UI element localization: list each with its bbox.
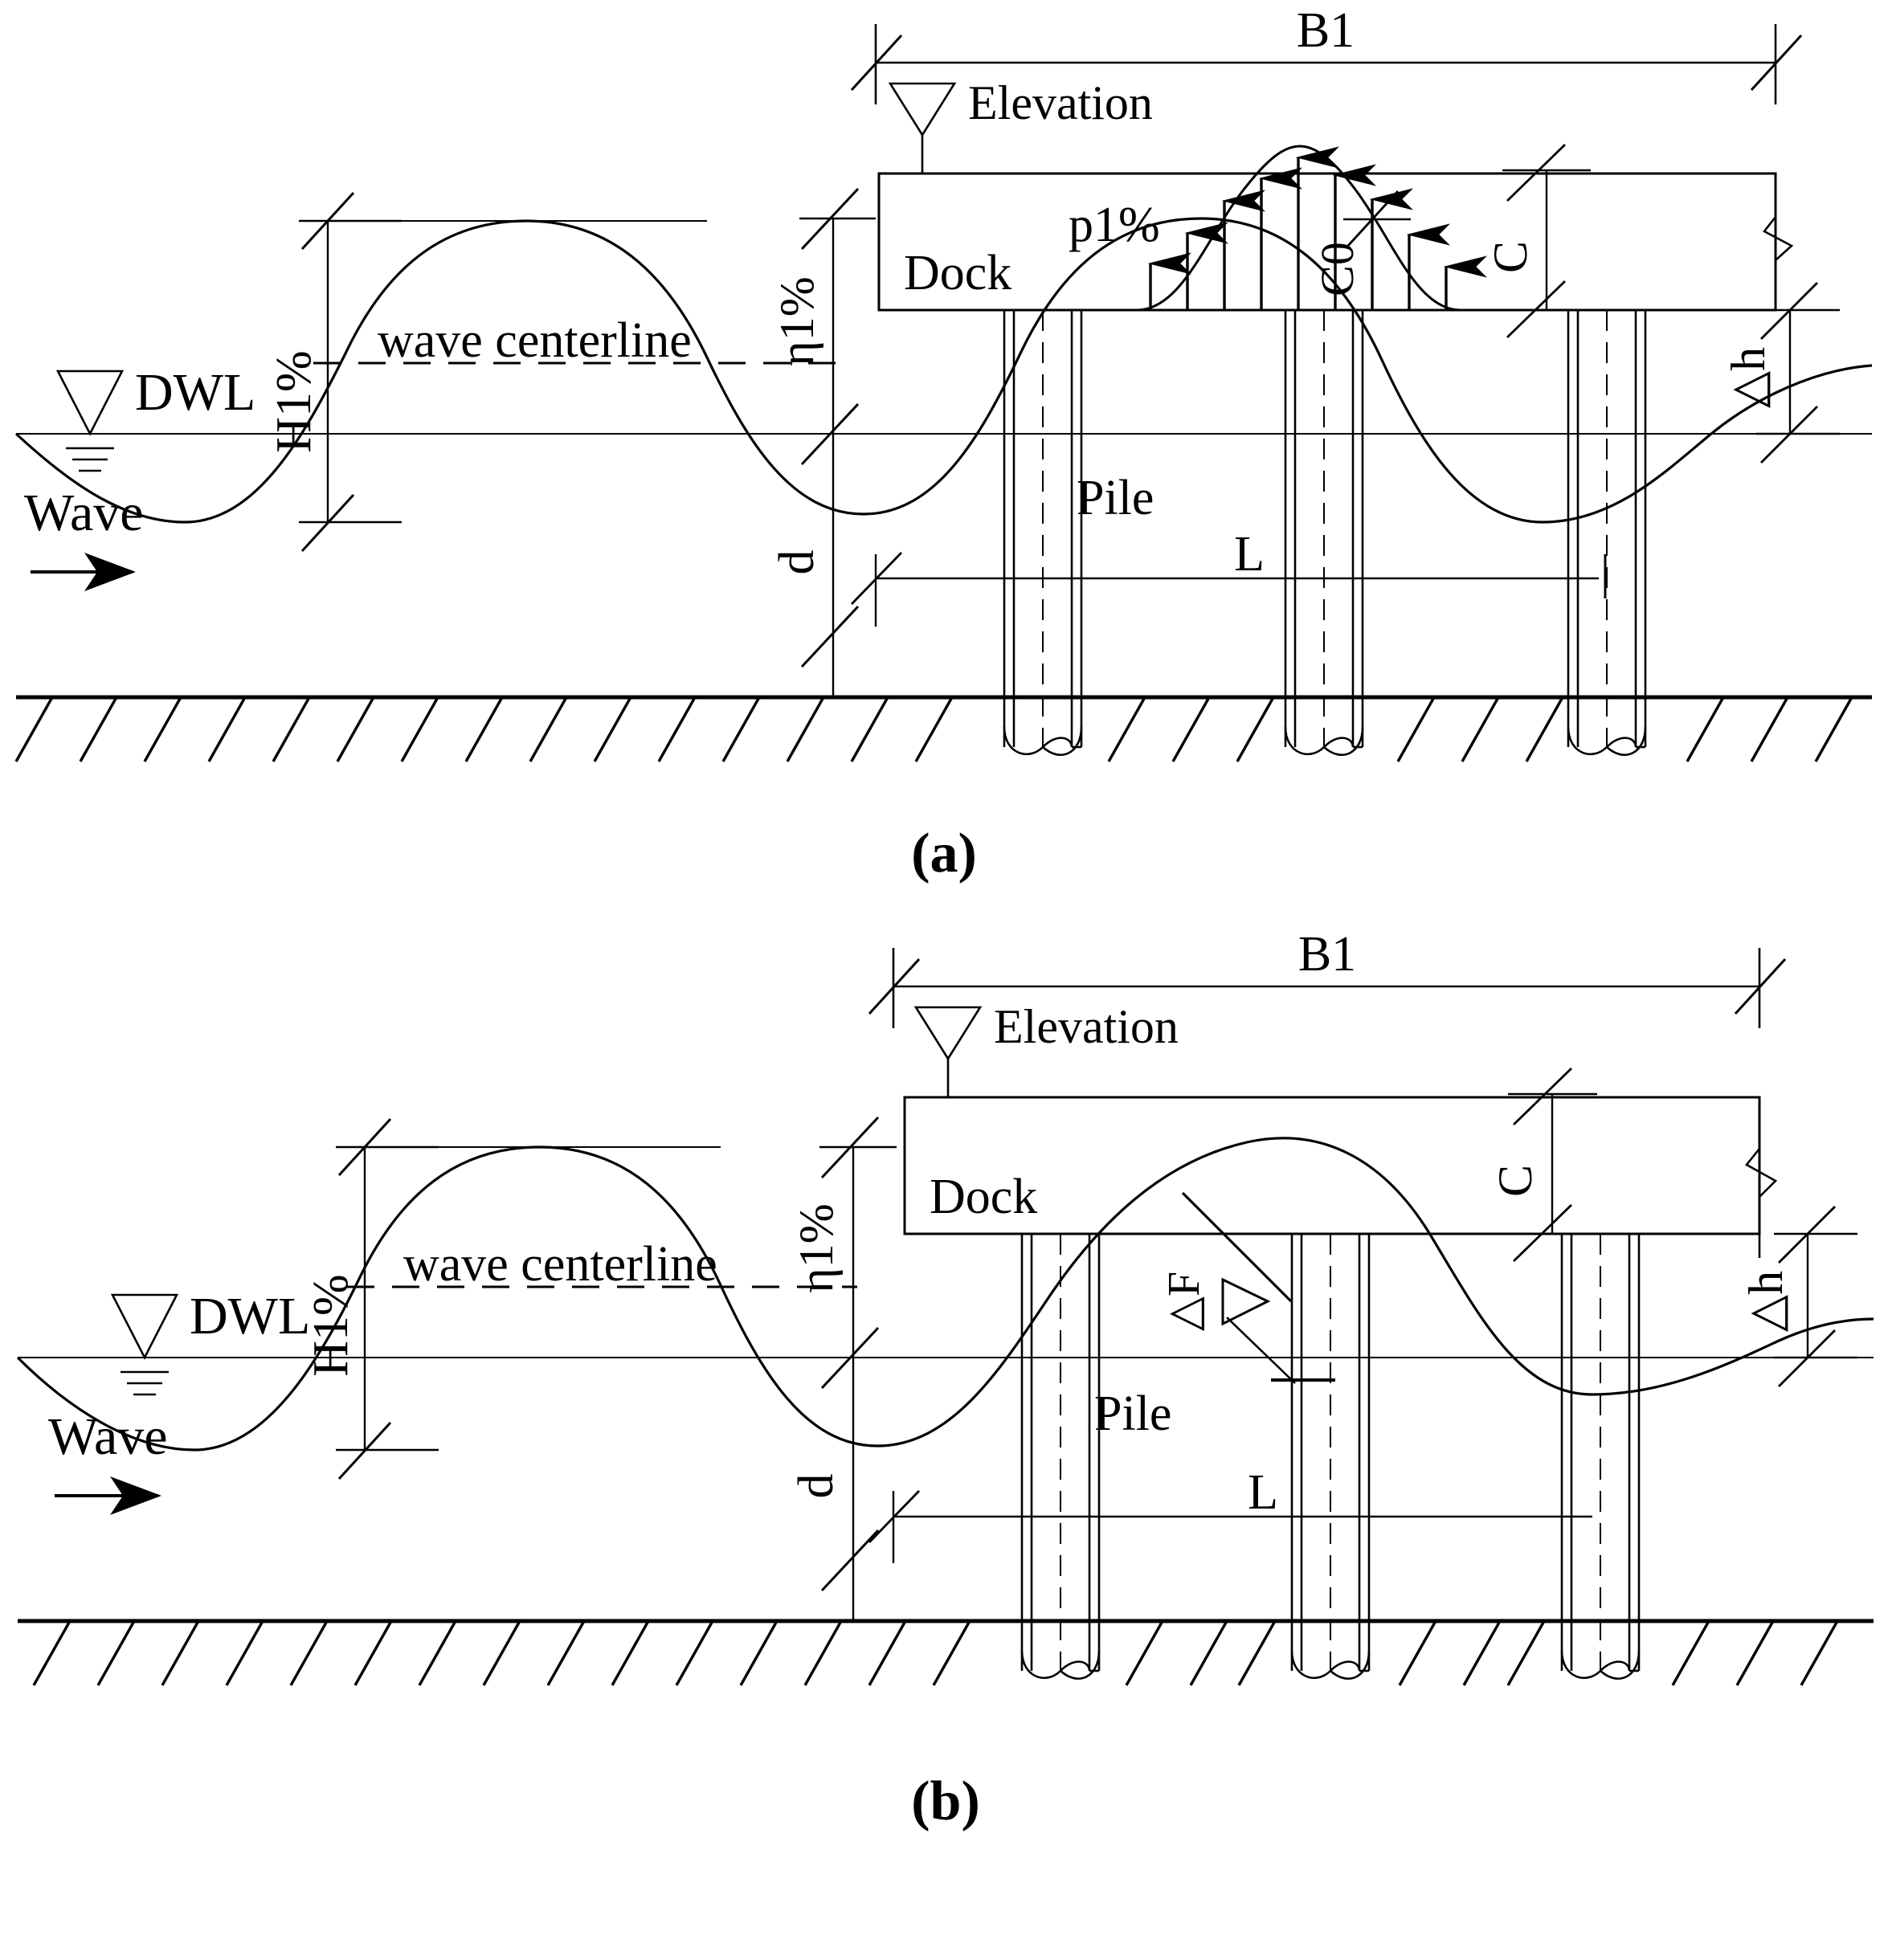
label-wave-b: Wave [48, 1407, 168, 1466]
label-delta-h-b: △h [1739, 1271, 1792, 1332]
pile-group-b [1020, 1232, 1641, 1680]
dim-c0-a [1343, 190, 1411, 310]
label-dwl-b: DWL [190, 1287, 310, 1345]
pile-b-3 [1560, 1232, 1641, 1680]
wave-profile-curve-a [14, 217, 1873, 524]
dim-d-a [800, 434, 860, 697]
label-dock-b: Dock [930, 1170, 1037, 1224]
ground-hatch-icon-a [14, 696, 1853, 762]
dim-delta-h-b [1745, 1148, 1857, 1387]
dim-b1-b [868, 948, 1787, 1028]
water-level-triangle-icon-a [55, 370, 125, 472]
label-elevation-b: Elevation [994, 1000, 1179, 1053]
dim-delta-h-a [1756, 216, 1840, 463]
label-d-b: d [789, 1474, 844, 1499]
label-eta1pct-b: η1% [790, 1203, 843, 1292]
pile-a-1 [1003, 308, 1083, 756]
label-b1-a: B1 [1297, 3, 1355, 58]
label-d-a: d [770, 550, 824, 575]
wave-profile-curve-b [16, 1137, 1874, 1452]
label-wave-a: Wave [24, 484, 144, 542]
pressure-envelope-curve-a [1136, 145, 1461, 312]
label-h1pct-b: H1% [304, 1274, 358, 1376]
label-wave-centerline-a: wave centerline [378, 313, 692, 368]
dim-h1pct-a [299, 191, 707, 553]
dim-c-a [1502, 143, 1591, 339]
label-wave-centerline-b: wave centerline [403, 1237, 717, 1292]
label-pile-b: Pile [1094, 1386, 1171, 1441]
panel-b: B1 Elevation Dock wave centerline DWL Wa… [16, 927, 1874, 1832]
label-eta1pct-a: η1% [770, 276, 823, 365]
dim-c-b [1508, 1067, 1597, 1263]
label-c0-a: C0 [1311, 242, 1363, 296]
pile-b-2 [1290, 1232, 1371, 1680]
label-dwl-a: DWL [135, 363, 255, 422]
label-elevation-a: Elevation [968, 76, 1153, 129]
elevation-triangle-icon-b [913, 1006, 983, 1097]
label-p1pct-a: p1% [1069, 198, 1160, 252]
label-delta-f-b: △F [1159, 1272, 1209, 1331]
dim-b1-a [850, 24, 1803, 104]
delta-f-marker-b [1181, 1191, 1335, 1384]
panel-a: B1 Elevation Dock wave centerline DWL Wa… [14, 3, 1873, 884]
label-c-b: C [1489, 1165, 1542, 1197]
dim-eta1pct-a [799, 187, 876, 466]
pile-a-3 [1567, 308, 1647, 756]
dim-l-a [850, 552, 1599, 627]
elevation-triangle-icon-a [888, 82, 957, 174]
label-pile-a: Pile [1077, 471, 1154, 525]
dim-h1pct-b [336, 1117, 721, 1480]
label-b1-b: B1 [1298, 927, 1356, 982]
caption-a: (a) [911, 823, 977, 884]
dim-eta1pct-b [819, 1116, 897, 1390]
ground-hatch-icon-b [32, 1620, 1839, 1686]
label-dock-a: Dock [904, 246, 1011, 300]
label-l-b: L [1248, 1465, 1278, 1520]
pile-b-1 [1020, 1232, 1101, 1680]
label-h1pct-a: H1% [267, 350, 321, 452]
water-level-triangle-icon-b [110, 1293, 179, 1396]
pile-a-2 [1284, 308, 1364, 756]
dim-l-b [868, 1490, 1592, 1563]
label-l-a: L [1234, 527, 1265, 582]
label-c-a: C [1484, 241, 1537, 273]
label-delta-h-a: △h [1722, 347, 1775, 408]
dim-d-b [820, 1358, 880, 1621]
pile-group-a [1003, 308, 1647, 756]
caption-b: (b) [911, 1770, 980, 1832]
